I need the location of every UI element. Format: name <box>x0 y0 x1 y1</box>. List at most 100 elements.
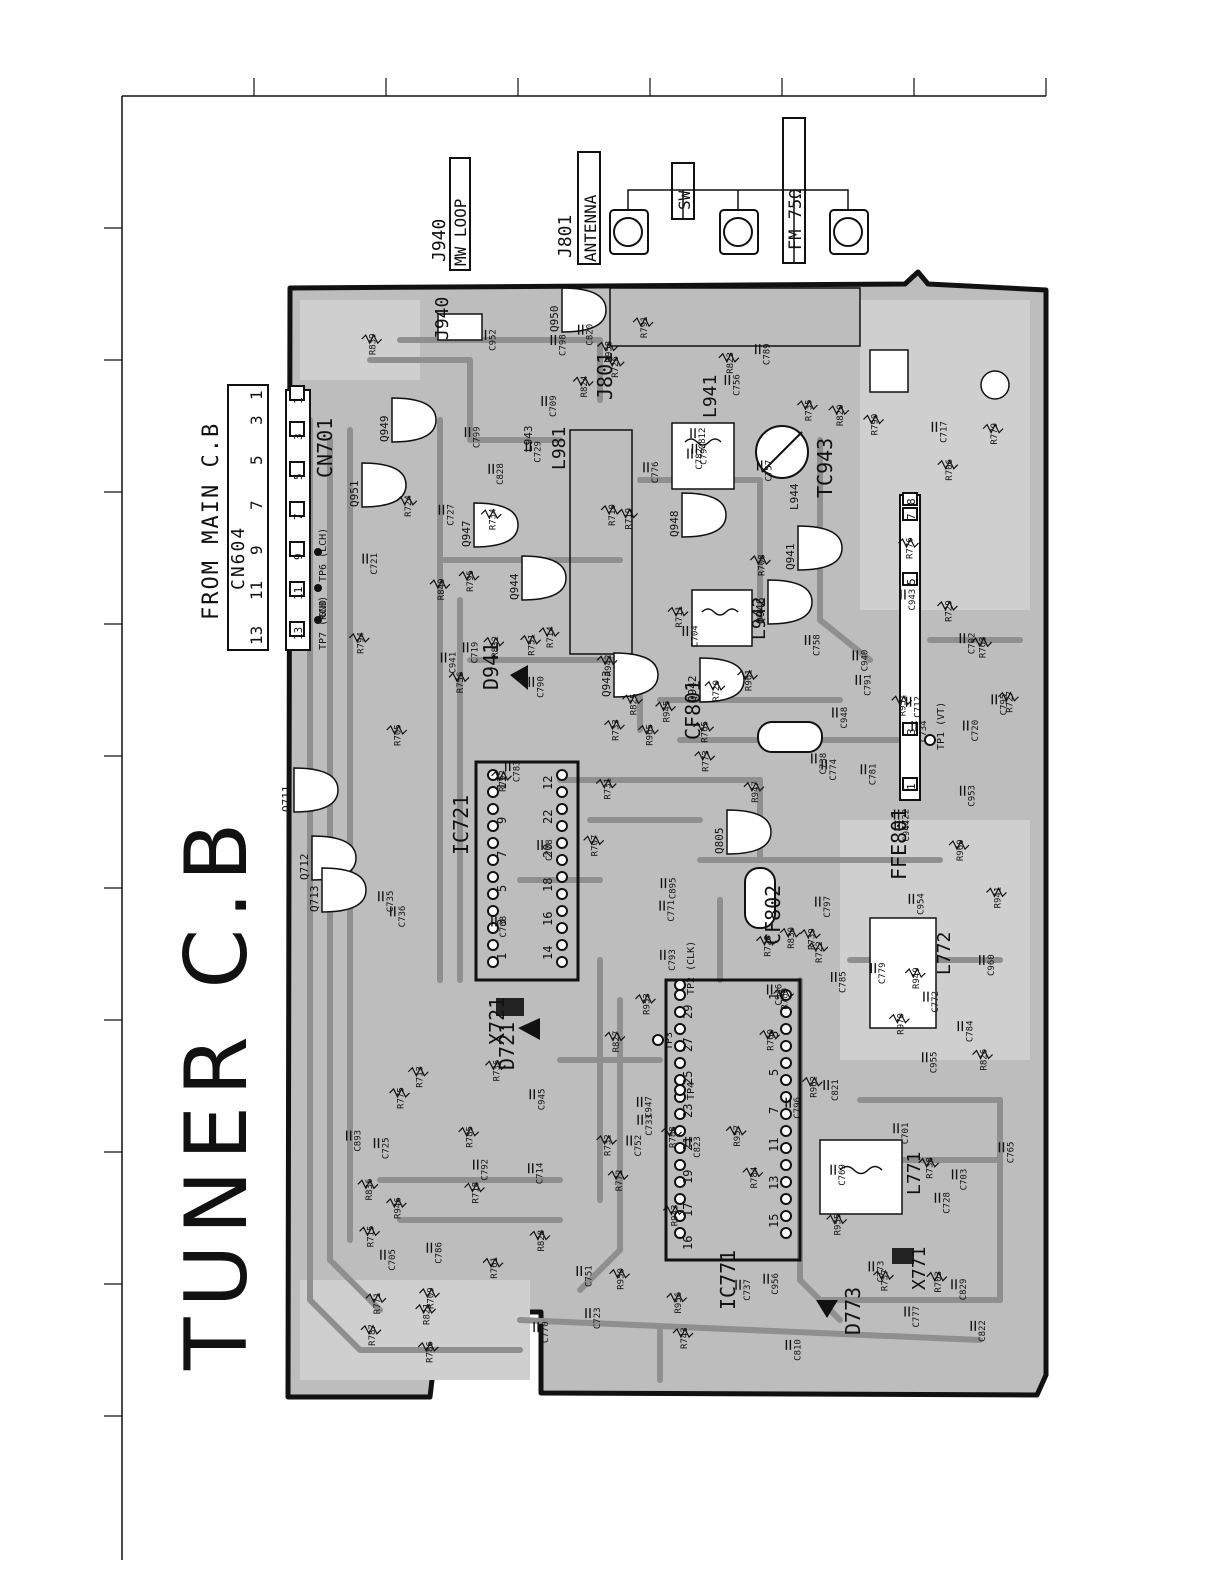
ffe801-pad <box>902 492 918 506</box>
ic771-pad <box>780 1006 792 1018</box>
resistor-symbol <box>417 1341 439 1353</box>
resistor-label: R792 <box>499 770 509 792</box>
resistor-symbol <box>389 1087 410 1099</box>
capacitor-label: C721 <box>370 553 380 575</box>
d721-label: D721 <box>495 1022 519 1070</box>
resistor-symbol <box>742 1167 764 1178</box>
capacitor-symbol <box>811 753 817 764</box>
resistor-label: R738 <box>926 1157 936 1179</box>
test-point-label: TP2 (CLK) <box>686 941 697 995</box>
capacitor-label: C946 <box>775 984 785 1006</box>
resistor-label: R737 <box>881 1269 891 1291</box>
transistor-label: Q949 <box>378 416 391 443</box>
resistor-symbol <box>464 1182 485 1193</box>
j940-ref: J940 <box>429 219 450 262</box>
x721-label: X721 <box>485 997 509 1045</box>
capacitor-label: C768 <box>499 916 509 938</box>
resistor-label: R751 <box>528 634 538 656</box>
capacitor-label: C733 <box>645 1114 655 1136</box>
resistor-label: R828 <box>537 1230 547 1252</box>
resistor-label: R840 <box>437 579 447 601</box>
resistor-label: R726 <box>611 356 621 378</box>
capacitor-symbol <box>690 428 696 439</box>
resistor-label: R955 <box>834 1214 844 1236</box>
resistor-label: R765 <box>701 721 711 743</box>
capacitor-label: C714 <box>536 1163 546 1185</box>
resistor-symbol <box>661 1126 682 1138</box>
capacitor-label: C829 <box>959 1279 969 1301</box>
capacitor-symbol <box>462 642 469 653</box>
ffe801-pad <box>902 507 918 521</box>
resistor-symbol <box>480 508 502 520</box>
transistor-label: Q951 <box>348 481 361 508</box>
capacitor-label: C727 <box>446 504 456 526</box>
resistor-label: R839 <box>369 333 379 355</box>
resistor-symbol <box>971 636 993 648</box>
resistor-symbol <box>604 719 625 731</box>
resistor-label: R727 <box>1005 691 1015 713</box>
transistor-label: Q943 <box>600 671 613 698</box>
cn701-pin-label: 7 <box>292 513 305 520</box>
capacitor-symbol <box>724 374 731 385</box>
capacitor-label: C960 <box>987 954 997 976</box>
capacitor-symbol <box>491 916 497 927</box>
cn701-pad <box>289 461 305 477</box>
capacitor-symbol <box>505 761 511 772</box>
x771-label: X771 <box>909 1247 930 1290</box>
ic721-pad <box>556 854 568 866</box>
capacitor-symbol <box>525 441 532 452</box>
transistor-label: Q711 <box>280 786 293 813</box>
coil-l941: L941 <box>671 375 735 490</box>
ic721-pad <box>556 922 568 934</box>
resistor-label: R719 <box>625 508 635 530</box>
resistor-symbol <box>888 1013 910 1025</box>
capacitor-label: C940 <box>860 650 870 672</box>
capacitor-symbol <box>362 553 368 564</box>
resistor-symbol <box>482 1257 504 1269</box>
resistor-symbol <box>385 1197 407 1209</box>
capacitor-label: C954 <box>916 893 926 915</box>
resistor-symbol <box>396 495 418 507</box>
resistor-symbol <box>986 887 1007 898</box>
resistor-label: R724 <box>404 495 414 517</box>
resistor-label: R710 <box>608 504 618 526</box>
capacitor-symbol <box>643 462 649 473</box>
capacitor-label: C771 <box>667 900 677 922</box>
capacitor-label: C943 <box>908 589 918 611</box>
resistor-label: R820 <box>836 404 846 426</box>
resistor-symbol <box>617 508 639 519</box>
resistor-symbol <box>863 414 884 425</box>
resistor-symbol <box>672 1327 694 1339</box>
capacitor-label: C792 <box>481 1159 491 1181</box>
capacitor-symbol <box>904 1306 910 1317</box>
resistor-label: R823 <box>726 352 736 374</box>
capacitor-symbol <box>959 785 966 796</box>
capacitor-label: C773 <box>876 1261 886 1283</box>
capacitor-symbol <box>473 1159 479 1170</box>
ic771-pin-label: 15 <box>767 1214 781 1228</box>
resistor-symbol <box>998 691 1019 703</box>
resistor-symbol <box>662 1204 684 1216</box>
capacitor-label: C786 <box>434 1242 444 1264</box>
ic771-pin-label: 27 <box>681 1038 695 1052</box>
transistor-outline <box>561 287 607 333</box>
transistor-label: Q805 <box>713 828 726 855</box>
resistor-symbol <box>386 724 408 736</box>
resistor-label: R941 <box>993 887 1003 909</box>
resistor-label: R776 <box>906 537 916 559</box>
transistor-outline <box>473 502 519 548</box>
transistor-label: Q941 <box>784 544 797 571</box>
test-point-dot <box>314 584 322 592</box>
coil-l942: L942 <box>691 589 770 647</box>
resistor-symbol <box>485 1059 506 1071</box>
j940-connector <box>437 313 483 341</box>
capacitor-label: C719 <box>471 642 481 664</box>
capacitor-symbol <box>550 335 557 346</box>
cn701-test-point-label: TP7 (RCH) <box>318 596 329 650</box>
ffe801-pad <box>902 572 918 586</box>
transistor-outline <box>361 462 407 508</box>
ic771-pad <box>780 1040 792 1052</box>
